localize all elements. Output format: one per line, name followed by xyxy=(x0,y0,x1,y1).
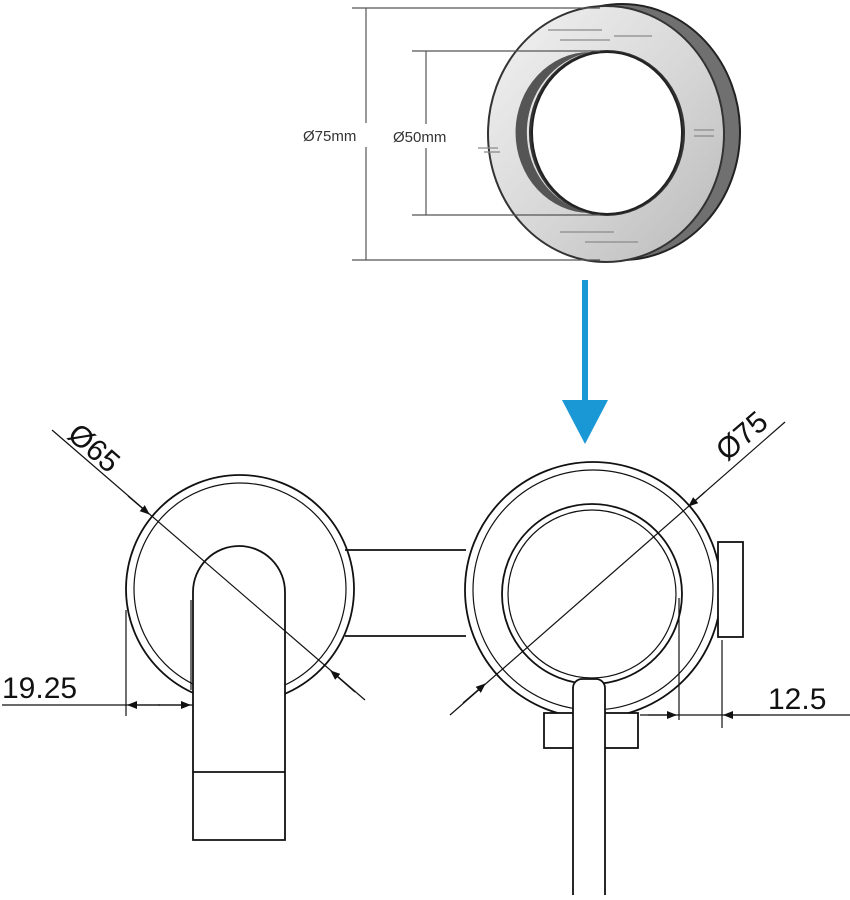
ring-inner-diameter-label: Ø50mm xyxy=(393,129,446,146)
ring-dimensions xyxy=(352,7,600,261)
tap-dimensions xyxy=(2,421,850,728)
extension-ring xyxy=(478,3,741,264)
tap-drawing xyxy=(125,461,744,895)
right-rose-diameter-label: Ø75 xyxy=(710,405,774,467)
lever-handle xyxy=(572,678,606,895)
ring-inner-shadow xyxy=(515,52,590,213)
right-offset-label: 12.5 xyxy=(768,683,826,716)
down-arrow-icon xyxy=(562,280,608,444)
left-rose-diameter-label: Ø65 xyxy=(61,417,125,479)
ring-hole xyxy=(531,51,683,215)
side-block xyxy=(717,541,744,638)
ring-outer-diameter-label: Ø75mm xyxy=(303,128,356,145)
left-spout xyxy=(192,545,286,841)
left-offset-label: 19.25 xyxy=(2,672,77,705)
